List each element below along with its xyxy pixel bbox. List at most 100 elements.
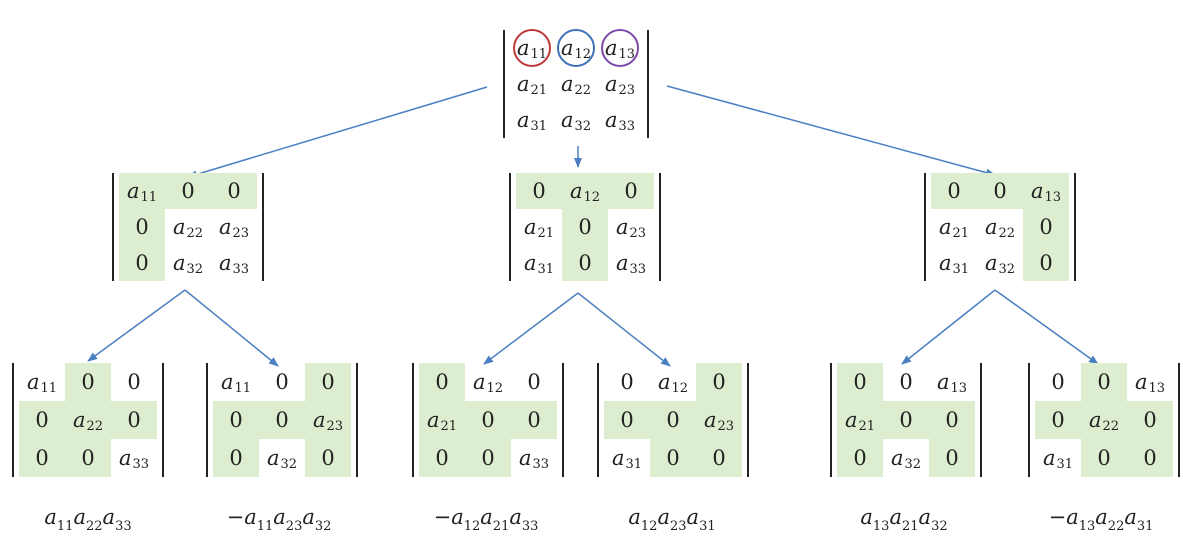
matrix-entry: 0 <box>608 173 654 209</box>
matrix-entry: 0 <box>1127 439 1173 477</box>
matrix-entry: 0 <box>1127 401 1173 439</box>
arrow-branch <box>994 289 1099 365</box>
matrix-entry: 0 <box>899 369 913 394</box>
matrix-entry: 0 <box>111 401 157 439</box>
matrix-entry: 0 <box>696 439 742 477</box>
matrix-entry: 0 <box>837 439 883 477</box>
expansion-term: −a13a22a31 <box>1048 505 1154 534</box>
arrow-branch <box>483 292 579 365</box>
determinant-left-bar <box>412 363 414 477</box>
matrix-entry: 0 <box>165 173 211 209</box>
determinant-left-bar <box>206 363 208 477</box>
determinant-right-bar <box>1074 173 1076 281</box>
determinant-left-bar <box>503 30 505 138</box>
expansion-term: a12a23a31 <box>628 505 716 534</box>
matrix-entry: 0 <box>465 439 511 477</box>
matrix-entry: 0 <box>305 439 351 477</box>
matrix-entry: 0 <box>650 439 696 477</box>
matrix-entry: 0 <box>259 401 305 439</box>
matrix-entry: 0 <box>1081 363 1127 401</box>
matrix-entry: 0 <box>650 401 696 439</box>
matrix-entry: 0 <box>931 173 977 209</box>
matrix-entry: 0 <box>1023 209 1069 245</box>
matrix-entry: 0 <box>1051 369 1065 394</box>
determinant-right-bar <box>1178 363 1180 477</box>
arrow-to-a11-branch <box>187 86 488 179</box>
determinant-right-bar <box>747 363 749 477</box>
matrix-entry: 0 <box>127 369 141 394</box>
determinant-left-bar <box>924 173 926 281</box>
matrix-entry: 0 <box>19 439 65 477</box>
determinant-left-bar <box>12 363 14 477</box>
determinant-left-bar <box>509 173 511 281</box>
arrow-branch <box>184 289 279 367</box>
matrix-entry: 0 <box>511 401 557 439</box>
determinant-right-bar <box>162 363 164 477</box>
matrix-entry: 0 <box>65 363 111 401</box>
matrix-entry: 0 <box>1081 439 1127 477</box>
determinant-right-bar <box>262 173 264 281</box>
matrix-entry: 0 <box>1035 401 1081 439</box>
pivot-circle-icon <box>557 29 595 67</box>
arrow-branch <box>901 289 996 365</box>
expansion-term: −a12a21a33 <box>433 505 539 534</box>
matrix-entry: 0 <box>305 363 351 401</box>
expansion-term: a11a22a33 <box>44 505 132 534</box>
matrix-entry: 0 <box>119 245 165 281</box>
determinant-left-bar <box>112 173 114 281</box>
matrix-entry: 0 <box>65 439 111 477</box>
pivot-circle-icon <box>513 29 551 67</box>
matrix-entry: 0 <box>275 369 289 394</box>
matrix-entry: 0 <box>19 401 65 439</box>
matrix-entry: 0 <box>620 369 634 394</box>
matrix-entry: 0 <box>696 363 742 401</box>
arrow-branch <box>577 292 671 367</box>
determinant-left-bar <box>1028 363 1030 477</box>
determinant-right-bar <box>562 363 564 477</box>
pivot-circle-icon <box>601 29 639 67</box>
matrix-entry: 0 <box>465 401 511 439</box>
matrix-entry: 0 <box>119 209 165 245</box>
matrix-entry: 0 <box>213 439 259 477</box>
expansion-term: a13a21a32 <box>860 505 948 534</box>
determinant-right-bar <box>647 30 649 138</box>
matrix-entry: 0 <box>516 173 562 209</box>
expansion-term: −a11a23a32 <box>226 505 332 534</box>
matrix-entry: 0 <box>562 245 608 281</box>
determinant-right-bar <box>980 363 982 477</box>
